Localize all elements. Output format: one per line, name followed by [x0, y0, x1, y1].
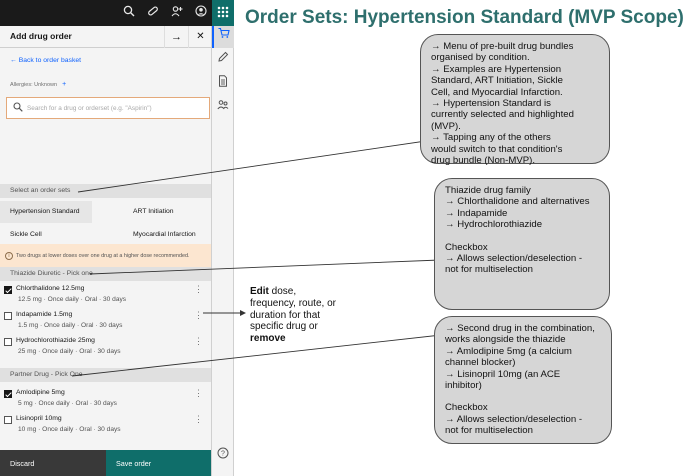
- drug-detail: 10 mg · Once daily · Oral · 30 days: [18, 426, 121, 433]
- arrow-right-icon[interactable]: →: [164, 26, 188, 48]
- thiazide-header: Thiazide Diuretic - Pick one: [0, 267, 211, 281]
- callout-line: → Examples are Hypertension: [431, 63, 562, 75]
- callout-line: organised by condition.: [431, 52, 530, 64]
- order-set-myocardial-infarction[interactable]: Myocardial Infarction: [133, 231, 196, 238]
- callout-line: channel blocker): [445, 357, 516, 369]
- discard-button[interactable]: Discard: [0, 450, 106, 476]
- allergies-row: Allergies: Unknown +: [10, 81, 66, 88]
- warning-text: Two drugs at lower doses over one drug a…: [16, 253, 190, 259]
- callout-line: → Chlorthalidone and alternatives: [445, 196, 590, 208]
- cart-icon[interactable]: [212, 26, 234, 48]
- overflow-menu-icon[interactable]: ⋮: [194, 284, 203, 294]
- callout-line: → Second drug in the combination,: [445, 323, 595, 334]
- callout-line: Standard, ART Initiation, Sickle: [431, 75, 563, 87]
- callout-line: → Allows selection/deselection -: [445, 413, 583, 425]
- page-title: Order Sets: Hypertension Standard (MVP S…: [245, 7, 684, 28]
- pill-icon[interactable]: [145, 5, 161, 21]
- document-icon[interactable]: [212, 74, 234, 96]
- drug-checkbox[interactable]: [4, 390, 12, 398]
- drug-checkbox[interactable]: [4, 286, 12, 294]
- panel-header: Add drug order → ✕: [0, 26, 211, 48]
- drug-detail: 25 mg · Once daily · Oral · 30 days: [18, 348, 121, 355]
- callout-line: → Amlodipine 5mg (a calcium: [445, 345, 572, 357]
- overflow-menu-icon[interactable]: ⋮: [194, 414, 203, 424]
- callout-line: drug bundle (Non-MVP).: [431, 155, 535, 167]
- pen-icon[interactable]: [212, 50, 234, 72]
- callout-line: → Hydrochlorothiazide: [445, 219, 543, 231]
- search-icon: [13, 102, 24, 113]
- edit-callout: Edit dose, frequency, route, or duration…: [250, 286, 340, 345]
- callout-line: currently selected and highlighted: [431, 109, 574, 121]
- help-icon[interactable]: ?: [212, 446, 234, 468]
- callout-line: would switch to that condition's: [431, 143, 563, 155]
- order-set-art-initiation[interactable]: ART Initiation: [133, 208, 174, 215]
- close-icon[interactable]: ✕: [188, 26, 211, 48]
- overflow-menu-icon[interactable]: ⋮: [194, 336, 203, 346]
- add-user-icon[interactable]: [169, 5, 185, 21]
- drug-name: Indapamide 1.5mg: [16, 311, 73, 318]
- drug-name: Amlodipine 5mg: [16, 389, 65, 396]
- info-icon: i: [5, 252, 13, 260]
- callout-line: not for multiselection: [445, 425, 533, 437]
- callout-line: → Tapping any of the others: [431, 132, 551, 144]
- callout-line: (MVP).: [431, 120, 461, 132]
- drug-name: Chlorthalidone 12.5mg: [16, 285, 85, 292]
- drug-row[interactable]: Indapamide 1.5mg 1.5 mg · Once daily · O…: [0, 308, 211, 336]
- drug-row[interactable]: Amlodipine 5mg 5 mg · Once daily · Oral …: [0, 386, 211, 414]
- partner-drug-header: Partner Drug - Pick One: [0, 368, 211, 382]
- add-allergy-button[interactable]: +: [62, 81, 67, 88]
- overflow-menu-icon[interactable]: ⋮: [194, 310, 203, 320]
- drug-detail: 12.5 mg · Once daily · Oral · 30 days: [18, 296, 127, 303]
- callout-line: works alongside the thiazide: [445, 334, 566, 346]
- edit-note-bold: remove: [250, 333, 286, 345]
- callout-line: → Allows selection/deselection -: [445, 253, 583, 265]
- drug-row[interactable]: Hydrochlorothiazide 25mg 25 mg · Once da…: [0, 334, 211, 362]
- edit-note-bold: Edit: [250, 286, 269, 297]
- drug-name: Hydrochlorothiazide 25mg: [16, 337, 95, 344]
- save-order-button[interactable]: Save order: [106, 450, 211, 476]
- drug-row[interactable]: Lisinopril 10mg 10 mg · Once daily · Ora…: [0, 412, 211, 440]
- callout-line: → Hypertension Standard is: [431, 98, 551, 110]
- drug-checkbox[interactable]: [4, 312, 12, 320]
- drug-checkbox[interactable]: [4, 338, 12, 346]
- panel-title: Add drug order: [10, 31, 72, 41]
- order-set-sickle-cell[interactable]: Sickle Cell: [10, 231, 42, 238]
- order-sets-header: Select an order sets: [0, 184, 211, 198]
- dose-recommendation-banner: i Two drugs at lower doses over one drug…: [0, 244, 211, 268]
- back-link-label: Back to order basket: [18, 57, 82, 64]
- top-bar: [0, 0, 212, 26]
- callout-line: inhibitor): [445, 380, 482, 392]
- user-avatar-icon[interactable]: [193, 5, 209, 21]
- overflow-menu-icon[interactable]: ⋮: [194, 388, 203, 398]
- callout-line: → Indapamide: [445, 207, 508, 219]
- app-switcher-icon[interactable]: [212, 0, 234, 26]
- drug-checkbox[interactable]: [4, 416, 12, 424]
- drug-detail: 1.5 mg · Once daily · Oral · 30 days: [18, 322, 123, 329]
- drug-row[interactable]: Chlorthalidone 12.5mg 12.5 mg · Once dai…: [0, 282, 211, 310]
- drug-search[interactable]: [6, 97, 210, 119]
- callout-line: not for multiselection: [445, 264, 533, 276]
- add-drug-order-panel: Add drug order → ✕ ← Back to order baske…: [0, 26, 212, 476]
- edit-note-text: dose, frequency, route, or duration for …: [250, 286, 336, 333]
- callout-line: → Menu of pre-built drug bundles: [431, 41, 574, 52]
- allergies-label: Allergies: Unknown: [10, 82, 58, 88]
- back-to-basket-link[interactable]: ← Back to order basket: [10, 57, 82, 64]
- users-icon[interactable]: [212, 98, 234, 120]
- search-icon[interactable]: [121, 5, 137, 21]
- order-set-hypertension[interactable]: Hypertension Standard: [0, 201, 92, 223]
- search-input[interactable]: [27, 102, 205, 114]
- thiazide-callout: Thiazide drug family → Chlorthalidone an…: [434, 178, 610, 310]
- order-sets-callout: → Menu of pre-built drug bundles organis…: [420, 34, 610, 167]
- drug-detail: 5 mg · Once daily · Oral · 30 days: [18, 400, 117, 407]
- callout-line: Cell, and Myocardial Infarction.: [431, 86, 563, 98]
- callout-line: Checkbox: [445, 402, 488, 414]
- drug-name: Lisinopril 10mg: [16, 415, 62, 422]
- callout-line: Thiazide drug family: [445, 185, 531, 196]
- partner-drug-callout: → Second drug in the combination, works …: [434, 316, 612, 444]
- callout-line: → Lisinopril 10mg (an ACE: [445, 368, 561, 380]
- callout-line: Checkbox: [445, 241, 488, 253]
- svg-text:?: ?: [221, 451, 225, 458]
- side-rail: ?: [212, 26, 234, 476]
